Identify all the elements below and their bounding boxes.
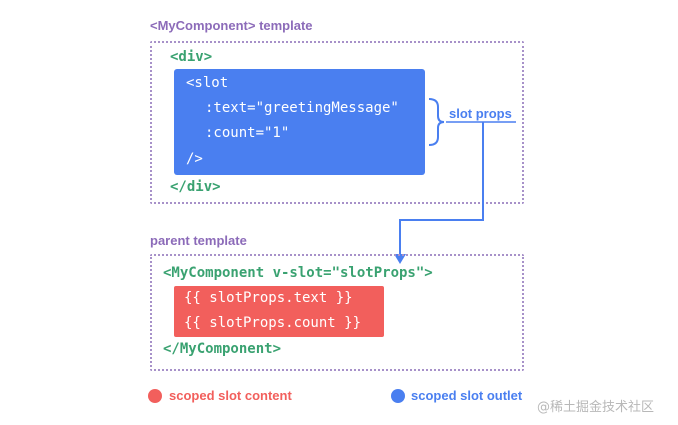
outlet-legend-dot [391,389,405,403]
slot-content-block [174,286,384,337]
watermark-text: @稀土掘金技术社区 [537,400,655,415]
slot-count-prop: :count="1" [205,125,290,141]
content-legend-dot [148,389,162,403]
div-close-tag: </div> [170,179,221,195]
div-open-tag: <div> [170,49,213,65]
slot-props-label: slot props [449,106,512,121]
parent-section-title: parent template [150,233,247,248]
template-section-title: <MyComponent> template [150,18,313,33]
component-open-tag: <MyComponent v-slot="slotProps"> [163,265,433,281]
component-close-tag: </MyComponent> [163,341,282,357]
text-expression: {{ slotProps.text }} [184,290,353,306]
slot-open-tag: <slot [186,75,229,91]
slot-text-prop: :text="greetingMessage" [205,100,399,116]
component-template-box [150,41,524,204]
slot-outlet-block [174,69,425,175]
count-expression: {{ slotProps.count }} [184,315,362,331]
curly-brace-icon [428,98,445,146]
parent-template-box [150,254,524,371]
arrowhead-icon [394,254,406,264]
slot-close-tag: /> [186,151,203,167]
outlet-legend-label: scoped slot outlet [411,388,523,403]
props-flow-arrow [399,122,484,255]
content-legend-label: scoped slot content [169,388,292,403]
